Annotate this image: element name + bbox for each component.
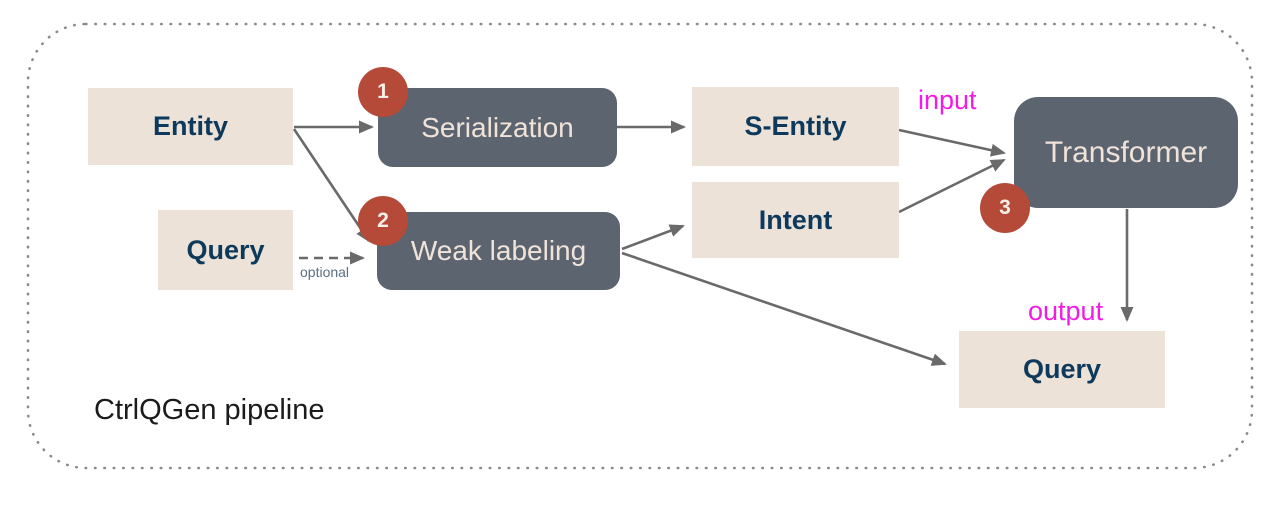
node-transformer: Transformer <box>1014 97 1238 208</box>
edge-weak-labeling-intent <box>621 224 685 251</box>
node-serialization-label: Serialization <box>421 111 574 143</box>
edge-intent-transformer <box>898 158 1006 214</box>
edge-entity-weak-labeling <box>292 128 371 243</box>
step-badge-1: 1 <box>358 67 408 117</box>
node-weak-labeling: Weak labeling <box>377 212 620 290</box>
annotation-output: output <box>1028 296 1104 326</box>
node-transformer-label: Transformer <box>1044 135 1208 169</box>
node-s-entity-label: S-Entity <box>744 111 847 141</box>
node-query-input: Query <box>158 210 293 290</box>
node-entity-label: Entity <box>152 111 228 141</box>
node-intent-label: Intent <box>758 204 833 235</box>
node-query-output: Query <box>959 331 1165 408</box>
step-badge-3: 3 <box>980 183 1030 233</box>
node-s-entity: S-Entity <box>692 87 899 166</box>
edge-weak-labeling-query-output <box>621 251 947 366</box>
annotation-optional: optional <box>300 264 350 280</box>
edge-s-entity-transformer <box>898 128 1006 157</box>
dotted-border-frame <box>26 22 1254 470</box>
node-query-input-label: Query <box>186 234 265 265</box>
step-badge-3-number: 3 <box>999 196 1011 219</box>
node-serialization: Serialization <box>378 88 617 167</box>
node-intent: Intent <box>692 182 899 258</box>
step-badge-2: 2 <box>358 196 408 246</box>
node-weak-labeling-label: Weak labeling <box>410 235 587 266</box>
node-entity: Entity <box>88 88 293 165</box>
step-badge-2-number: 2 <box>377 209 389 232</box>
diagram-title: CtrlQGen pipeline <box>94 394 325 426</box>
node-query-output-label: Query <box>1022 354 1102 384</box>
step-badge-1-number: 1 <box>377 80 389 103</box>
annotation-input: input <box>918 85 977 115</box>
